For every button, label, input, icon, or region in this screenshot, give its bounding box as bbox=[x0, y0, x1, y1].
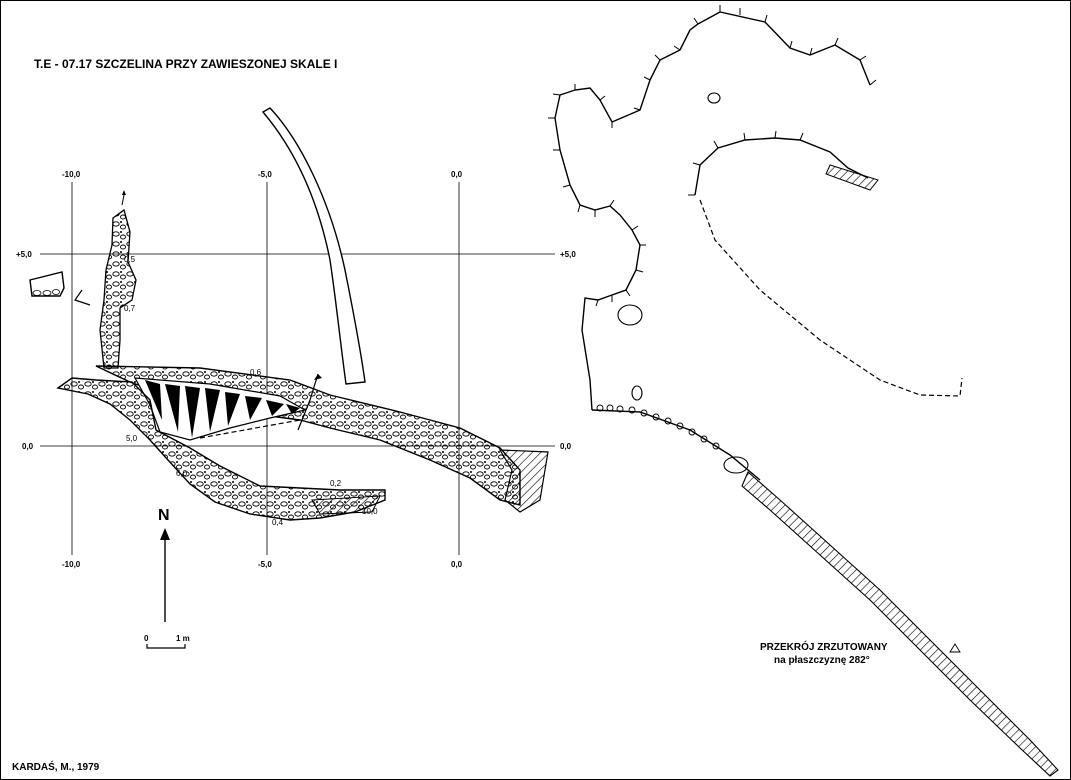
depth-label: 0,6 bbox=[250, 368, 262, 377]
grid-label-left-2: 0,0 bbox=[22, 442, 34, 451]
scale-start-label: 0 bbox=[144, 634, 149, 643]
section-caption-line1: PRZEKRÓJ ZRZUTOWANY bbox=[760, 640, 888, 653]
author-credit: KARDAŚ, M., 1979 bbox=[12, 760, 100, 773]
grid-label-bottom-1: -10,0 bbox=[62, 560, 81, 569]
grid-label-top-1: -10,0 bbox=[62, 170, 81, 179]
grid-label-top-2: -5,0 bbox=[258, 170, 272, 179]
slope-triangles bbox=[145, 380, 300, 438]
depth-label: 10,0 bbox=[362, 507, 378, 516]
descending-slope bbox=[741, 471, 1059, 777]
detached-block bbox=[29, 271, 65, 297]
grid-label-right-2: 0,0 bbox=[560, 442, 572, 451]
grid-label-left-1: +5,0 bbox=[16, 250, 32, 259]
hanging-rock-outline bbox=[261, 107, 366, 385]
depth-label: 0,4 bbox=[272, 518, 284, 527]
grid-label-top-3: 0,0 bbox=[451, 170, 463, 179]
passage-arrow bbox=[121, 194, 125, 206]
grid-label-bottom-2: -5,0 bbox=[258, 560, 272, 569]
scale-end-label: 1 m bbox=[176, 634, 190, 643]
depth-label: 6,0 bbox=[176, 469, 188, 478]
depth-label: 0,7 bbox=[124, 304, 136, 313]
north-label: N bbox=[158, 507, 170, 524]
projected-section bbox=[548, 5, 1059, 777]
section-caption-line2: na płaszczyznę 282° bbox=[774, 655, 870, 666]
depth-label: 0,2 bbox=[330, 479, 342, 488]
north-arrow: N bbox=[158, 507, 170, 622]
grid-label-bottom-3: 0,0 bbox=[451, 560, 463, 569]
west-passage bbox=[56, 377, 386, 521]
depth-label: 5,0 bbox=[126, 434, 138, 443]
east-end-rock bbox=[498, 449, 549, 513]
scale-bar: 0 1 m bbox=[144, 634, 190, 649]
north-passage bbox=[99, 208, 137, 369]
depth-label: 0,5 bbox=[124, 255, 136, 264]
grid-label-right-1: +5,0 bbox=[560, 250, 576, 259]
map-title: T.E - 07.17 SZCZELINA PRZY ZAWIESZONEJ S… bbox=[34, 57, 337, 71]
